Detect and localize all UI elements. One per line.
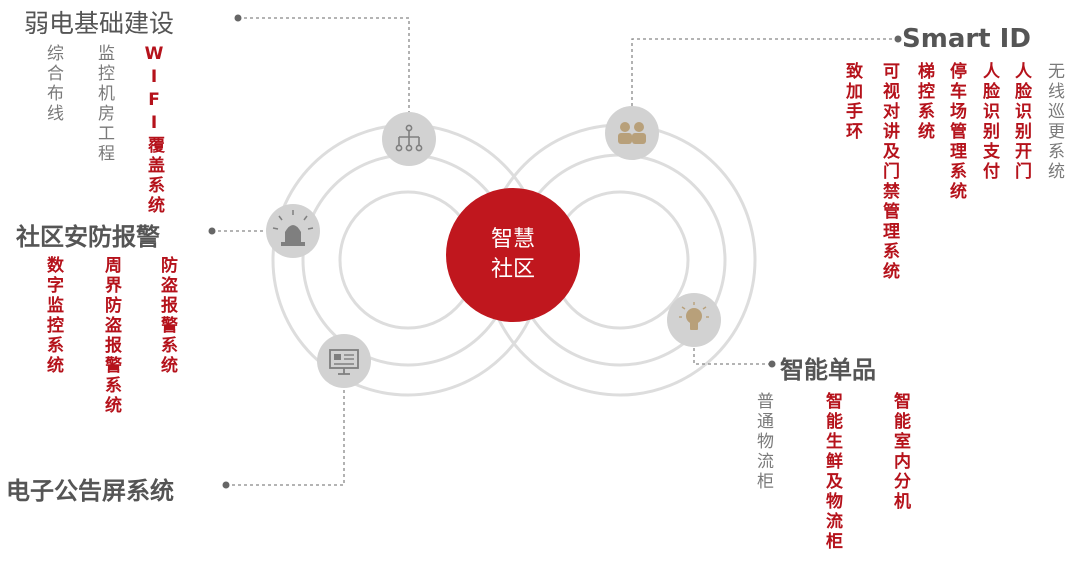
smart-products-item: 智能室内分机 bbox=[890, 392, 910, 512]
smart-id-item: 人脸识别开门 bbox=[1011, 62, 1031, 182]
weak-current-item: 监控机房工程 bbox=[94, 44, 114, 164]
center-circle bbox=[446, 188, 580, 322]
smart-products-title: 智能单品 bbox=[780, 356, 876, 384]
smart-id-item: 无线巡更系统 bbox=[1044, 62, 1064, 182]
center-label: 智慧 社区 bbox=[445, 192, 581, 318]
security-item: 防盗报警系统 bbox=[157, 256, 177, 376]
weak-current-title: 弱电基础建设 bbox=[24, 9, 175, 38]
connector-dot bbox=[208, 227, 216, 235]
smart-id-item: 停车场管理系统 bbox=[946, 62, 966, 202]
smart-products-item: 普通物流柜 bbox=[753, 392, 773, 492]
connector-dot bbox=[234, 14, 242, 22]
smart-id-item: 人脸识别支付 bbox=[979, 62, 999, 182]
smart-id-title: Smart ID bbox=[902, 24, 1031, 54]
smart-id-item: 可视对讲及门禁管理系统 bbox=[879, 62, 899, 282]
center-label-line2: 社区 bbox=[490, 257, 535, 282]
center-label-line1: 智慧 bbox=[490, 227, 535, 252]
security-item: 周界防盗报警系统 bbox=[101, 256, 121, 416]
connector-weak-current bbox=[238, 17, 410, 115]
smart-products-item: 智能生鲜及物流柜 bbox=[822, 392, 842, 552]
people-icon bbox=[605, 106, 659, 160]
connector-dot bbox=[768, 360, 776, 368]
smart-id-item: 致加手环 bbox=[842, 62, 862, 142]
security-item: 数字监控系统 bbox=[43, 256, 63, 376]
billboard-icon bbox=[317, 334, 371, 388]
screen-title: 电子公告屏系统 bbox=[6, 477, 174, 505]
connector-group bbox=[212, 17, 898, 486]
connector-dots bbox=[208, 14, 902, 489]
security-title: 社区安防报警 bbox=[16, 223, 160, 251]
alarm-light-icon bbox=[266, 204, 320, 258]
connector-screen bbox=[226, 383, 345, 486]
bulb-icon bbox=[667, 293, 721, 347]
network-icon bbox=[382, 112, 436, 166]
smart-id-item: 梯控系统 bbox=[914, 62, 934, 142]
weak-current-item: 综合布线 bbox=[43, 44, 63, 124]
connector-smart-id bbox=[631, 38, 898, 108]
weak-current-item: WIFI覆盖系统 bbox=[144, 44, 164, 216]
connector-smart-products bbox=[693, 348, 772, 365]
connector-dot bbox=[894, 35, 902, 43]
connector-dot bbox=[222, 481, 230, 489]
